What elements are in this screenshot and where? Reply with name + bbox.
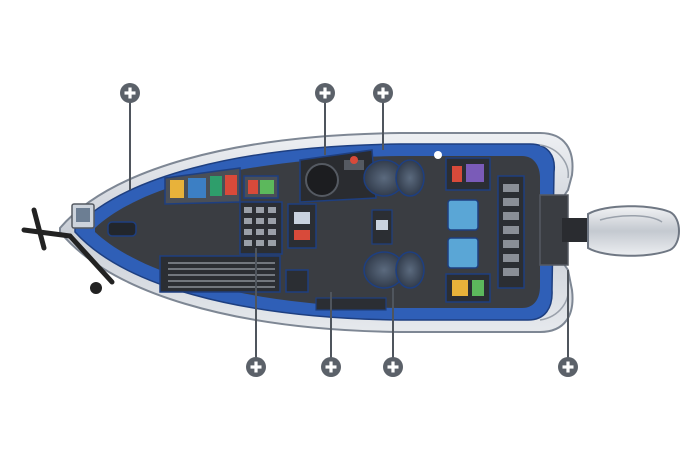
hotspot-windshield[interactable] [373,83,393,103]
livewell-rear [447,237,479,269]
outboard-motor [562,205,680,257]
plus-icon [250,361,262,373]
plus-icon [377,87,389,99]
hotspot-rod-locker[interactable] [246,357,266,377]
hotspot-seating[interactable] [383,357,403,377]
hotspot-bow-deck[interactable] [120,83,140,103]
passenger-seat [363,251,425,289]
plus-icon [387,361,399,373]
hotspot-storage[interactable] [321,357,341,377]
plus-icon [325,361,337,373]
plus-icon [124,87,136,99]
steering-wheel-icon [305,163,339,197]
livewell-front [447,199,479,231]
plus-icon [562,361,574,373]
rod-locker [159,255,281,293]
hotspot-outboard-motor[interactable] [558,357,578,377]
plus-icon [319,87,331,99]
trolling-motor [21,207,115,285]
hotspot-console[interactable] [315,83,335,103]
hotspot-leader-lines [129,102,569,358]
driver-seat [363,159,425,197]
